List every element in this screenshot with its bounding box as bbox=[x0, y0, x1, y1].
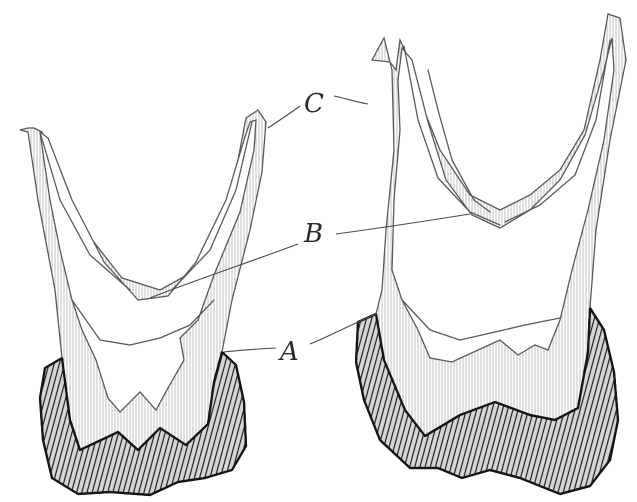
label-a: A bbox=[278, 337, 299, 367]
left-tooth bbox=[20, 110, 266, 495]
leader-c-left bbox=[268, 106, 300, 128]
leader-a-left bbox=[224, 348, 276, 352]
label-c: C bbox=[304, 89, 324, 119]
right-tooth bbox=[356, 14, 626, 494]
label-b: B bbox=[303, 219, 323, 249]
leader-c-right bbox=[334, 96, 368, 104]
